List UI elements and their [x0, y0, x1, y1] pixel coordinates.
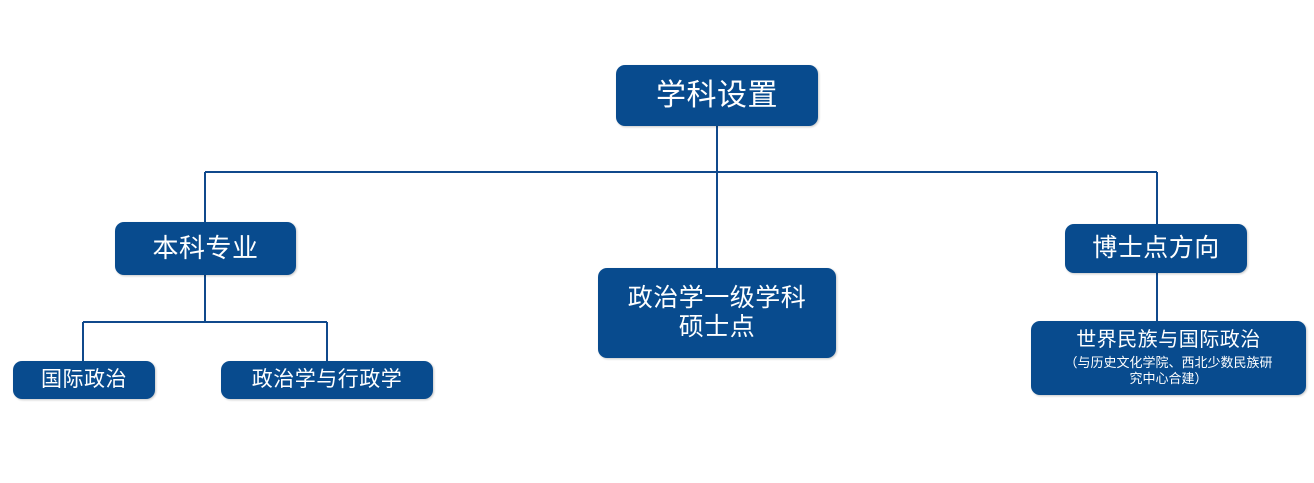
- node-root-label: 学科设置: [656, 78, 778, 112]
- node-master-label: 政治学一级学科 硕士点: [627, 283, 807, 342]
- node-world-ethnic-label: 世界民族与国际政治: [1076, 329, 1261, 352]
- node-international-politics-label: 国际政治: [41, 367, 127, 391]
- node-world-ethnic-sublabel: （与历史文化学院、西北少数民族研 究中心合建）: [1064, 354, 1273, 386]
- node-political-science-master-program[interactable]: 政治学一级学科 硕士点: [598, 268, 836, 358]
- node-politics-and-administration[interactable]: 政治学与行政学: [221, 361, 433, 399]
- node-undergraduate-majors[interactable]: 本科专业: [115, 222, 296, 275]
- node-politics-and-administration-label: 政治学与行政学: [251, 367, 403, 391]
- node-undergraduate-label: 本科专业: [152, 233, 259, 264]
- node-international-politics[interactable]: 国际政治: [13, 361, 155, 399]
- node-root-discipline-setup[interactable]: 学科设置: [616, 65, 818, 126]
- node-doctoral-label: 博士点方向: [1092, 233, 1220, 262]
- node-doctoral-directions[interactable]: 博士点方向: [1065, 224, 1247, 273]
- node-world-ethnic-and-international-politics[interactable]: 世界民族与国际政治 （与历史文化学院、西北少数民族研 究中心合建）: [1031, 321, 1306, 395]
